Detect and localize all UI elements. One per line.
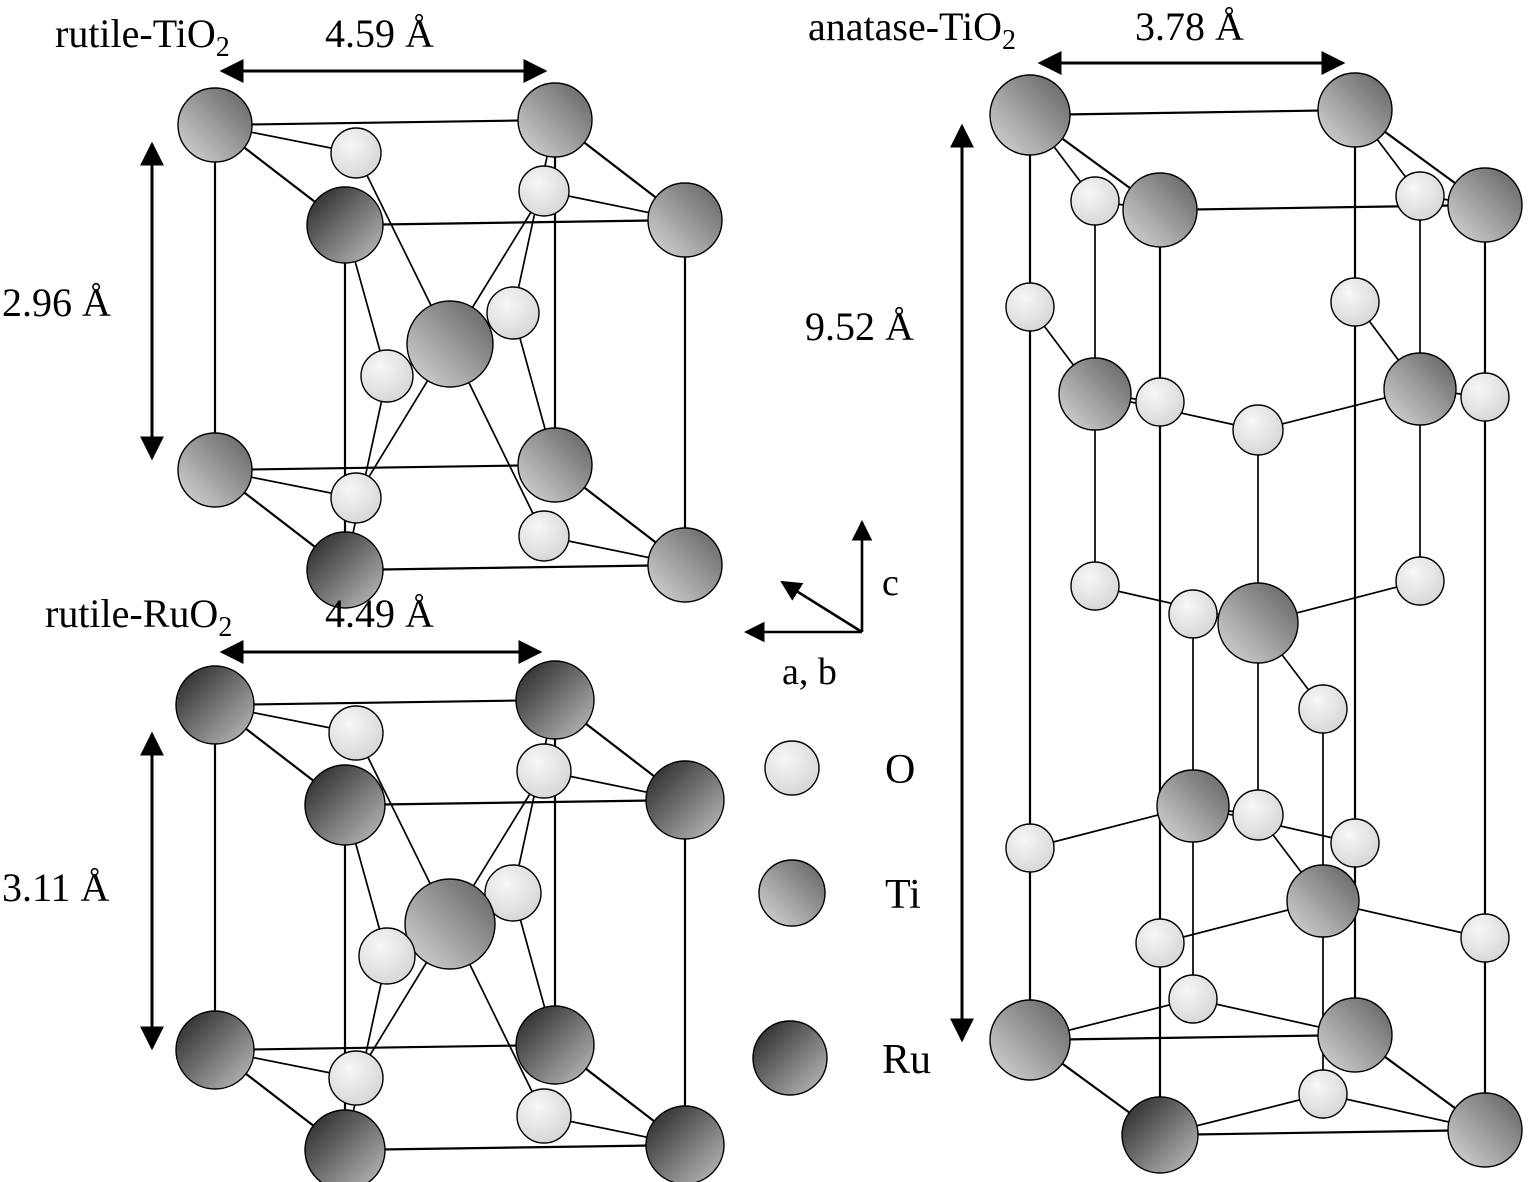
- rutile-ruo2-atoms: [175, 660, 725, 1182]
- atom-o: [518, 165, 570, 217]
- atom-ti: [1317, 72, 1393, 148]
- oxygen-legend-label: O: [885, 747, 915, 793]
- titanium-legend-icon: [758, 859, 826, 927]
- atom-o: [1005, 823, 1055, 873]
- atom-ti: [647, 182, 723, 258]
- atom-ti: [989, 999, 1071, 1081]
- atom-ru: [645, 760, 725, 840]
- atom-o: [328, 1050, 384, 1106]
- atom-ru: [175, 665, 255, 745]
- atom-ru: [515, 1005, 595, 1085]
- atom-ti: [306, 186, 384, 264]
- atom-o: [1330, 818, 1380, 868]
- atom-o: [1460, 372, 1510, 422]
- rutile-ruo2-panel: rutile-RuO2 4.49 Å 3.11 Å: [2, 591, 725, 1182]
- rutile-tio2-c-label: 2.96 Å: [2, 280, 111, 325]
- atom-ti: [1058, 357, 1132, 431]
- atom-o: [1232, 404, 1284, 456]
- titanium-legend-label: Ti: [885, 872, 921, 918]
- atom-ti: [1121, 1096, 1199, 1174]
- axes-legend: c a, b: [743, 519, 899, 693]
- atom-ti: [1317, 997, 1393, 1073]
- atom-ti: [1122, 172, 1198, 248]
- atom-ti: [647, 527, 723, 603]
- atom-o: [1168, 589, 1218, 639]
- atom-o: [484, 864, 542, 922]
- anatase-tio2-a-label: 3.78 Å: [1135, 4, 1244, 49]
- atom-o: [1395, 556, 1445, 606]
- rutile-ruo2-a-label: 4.49 Å: [325, 591, 434, 636]
- atom-legend: O Ti Ru: [752, 740, 931, 1096]
- atom-ti: [1383, 352, 1457, 426]
- rutile-tio2-panel: rutile-TiO2 4.59 Å 2.96 Å: [2, 11, 723, 609]
- anatase-tio2-c-label: 9.52 Å: [805, 304, 914, 349]
- rutile-tio2-a-label: 4.59 Å: [325, 11, 434, 56]
- ruthenium-legend-icon: [752, 1020, 828, 1096]
- ab-axis-label: a, b: [782, 651, 837, 693]
- atom-o: [1070, 561, 1120, 611]
- atom-o: [1135, 377, 1185, 427]
- atom-ti: [989, 74, 1071, 156]
- atom-o: [516, 1088, 572, 1144]
- atom-ru: [175, 1010, 255, 1090]
- atom-o: [1330, 277, 1380, 327]
- anatase-tio2-panel: anatase-TiO2 3.78 Å 9.52 Å: [805, 4, 1523, 1174]
- atom-o: [1168, 974, 1218, 1024]
- atom-ru: [515, 660, 595, 740]
- atom-o: [1232, 789, 1284, 841]
- oxygen-legend-icon: [764, 740, 820, 796]
- ruthenium-legend-label: Ru: [882, 1037, 931, 1083]
- atom-o: [1298, 684, 1348, 734]
- atom-ti: [177, 432, 253, 508]
- c-axis-label: c: [882, 562, 899, 604]
- atom-o: [516, 743, 572, 799]
- atom-ru: [645, 1105, 725, 1182]
- atom-ti: [1217, 582, 1299, 664]
- rutile-ruo2-c-label: 3.11 Å: [2, 865, 110, 910]
- atom-ti: [1447, 1092, 1523, 1168]
- atom-o: [360, 349, 414, 403]
- atom-ti: [517, 427, 593, 503]
- atom-o: [1135, 918, 1185, 968]
- anatase-atoms: [989, 72, 1523, 1174]
- atom-ti: [406, 300, 494, 388]
- atom-ti: [517, 82, 593, 158]
- rutile-tio2-atoms: [177, 82, 723, 609]
- rutile-ruo2-title: rutile-RuO2: [45, 591, 232, 643]
- atom-o: [486, 286, 540, 340]
- atom-o: [1460, 913, 1510, 963]
- atom-o: [330, 127, 382, 179]
- atom-ti: [1286, 864, 1360, 938]
- atom-o: [1395, 171, 1445, 221]
- atom-ti: [306, 531, 384, 609]
- atom-ru: [304, 764, 386, 846]
- atom-o: [328, 705, 384, 761]
- atom-o: [518, 510, 570, 562]
- atom-ru: [404, 878, 496, 970]
- atom-ti: [1156, 769, 1230, 843]
- rutile-tio2-title: rutile-TiO2: [55, 11, 230, 63]
- anatase-tio2-title: anatase-TiO2: [808, 4, 1016, 56]
- atom-ru: [304, 1109, 386, 1182]
- atom-o: [1298, 1069, 1348, 1119]
- atom-o: [1070, 176, 1120, 226]
- atom-o: [1005, 282, 1055, 332]
- atom-o: [358, 927, 416, 985]
- atom-o: [330, 472, 382, 524]
- atom-ti: [1447, 167, 1523, 243]
- atom-ti: [177, 87, 253, 163]
- b-axis-arrow-icon: [780, 580, 863, 634]
